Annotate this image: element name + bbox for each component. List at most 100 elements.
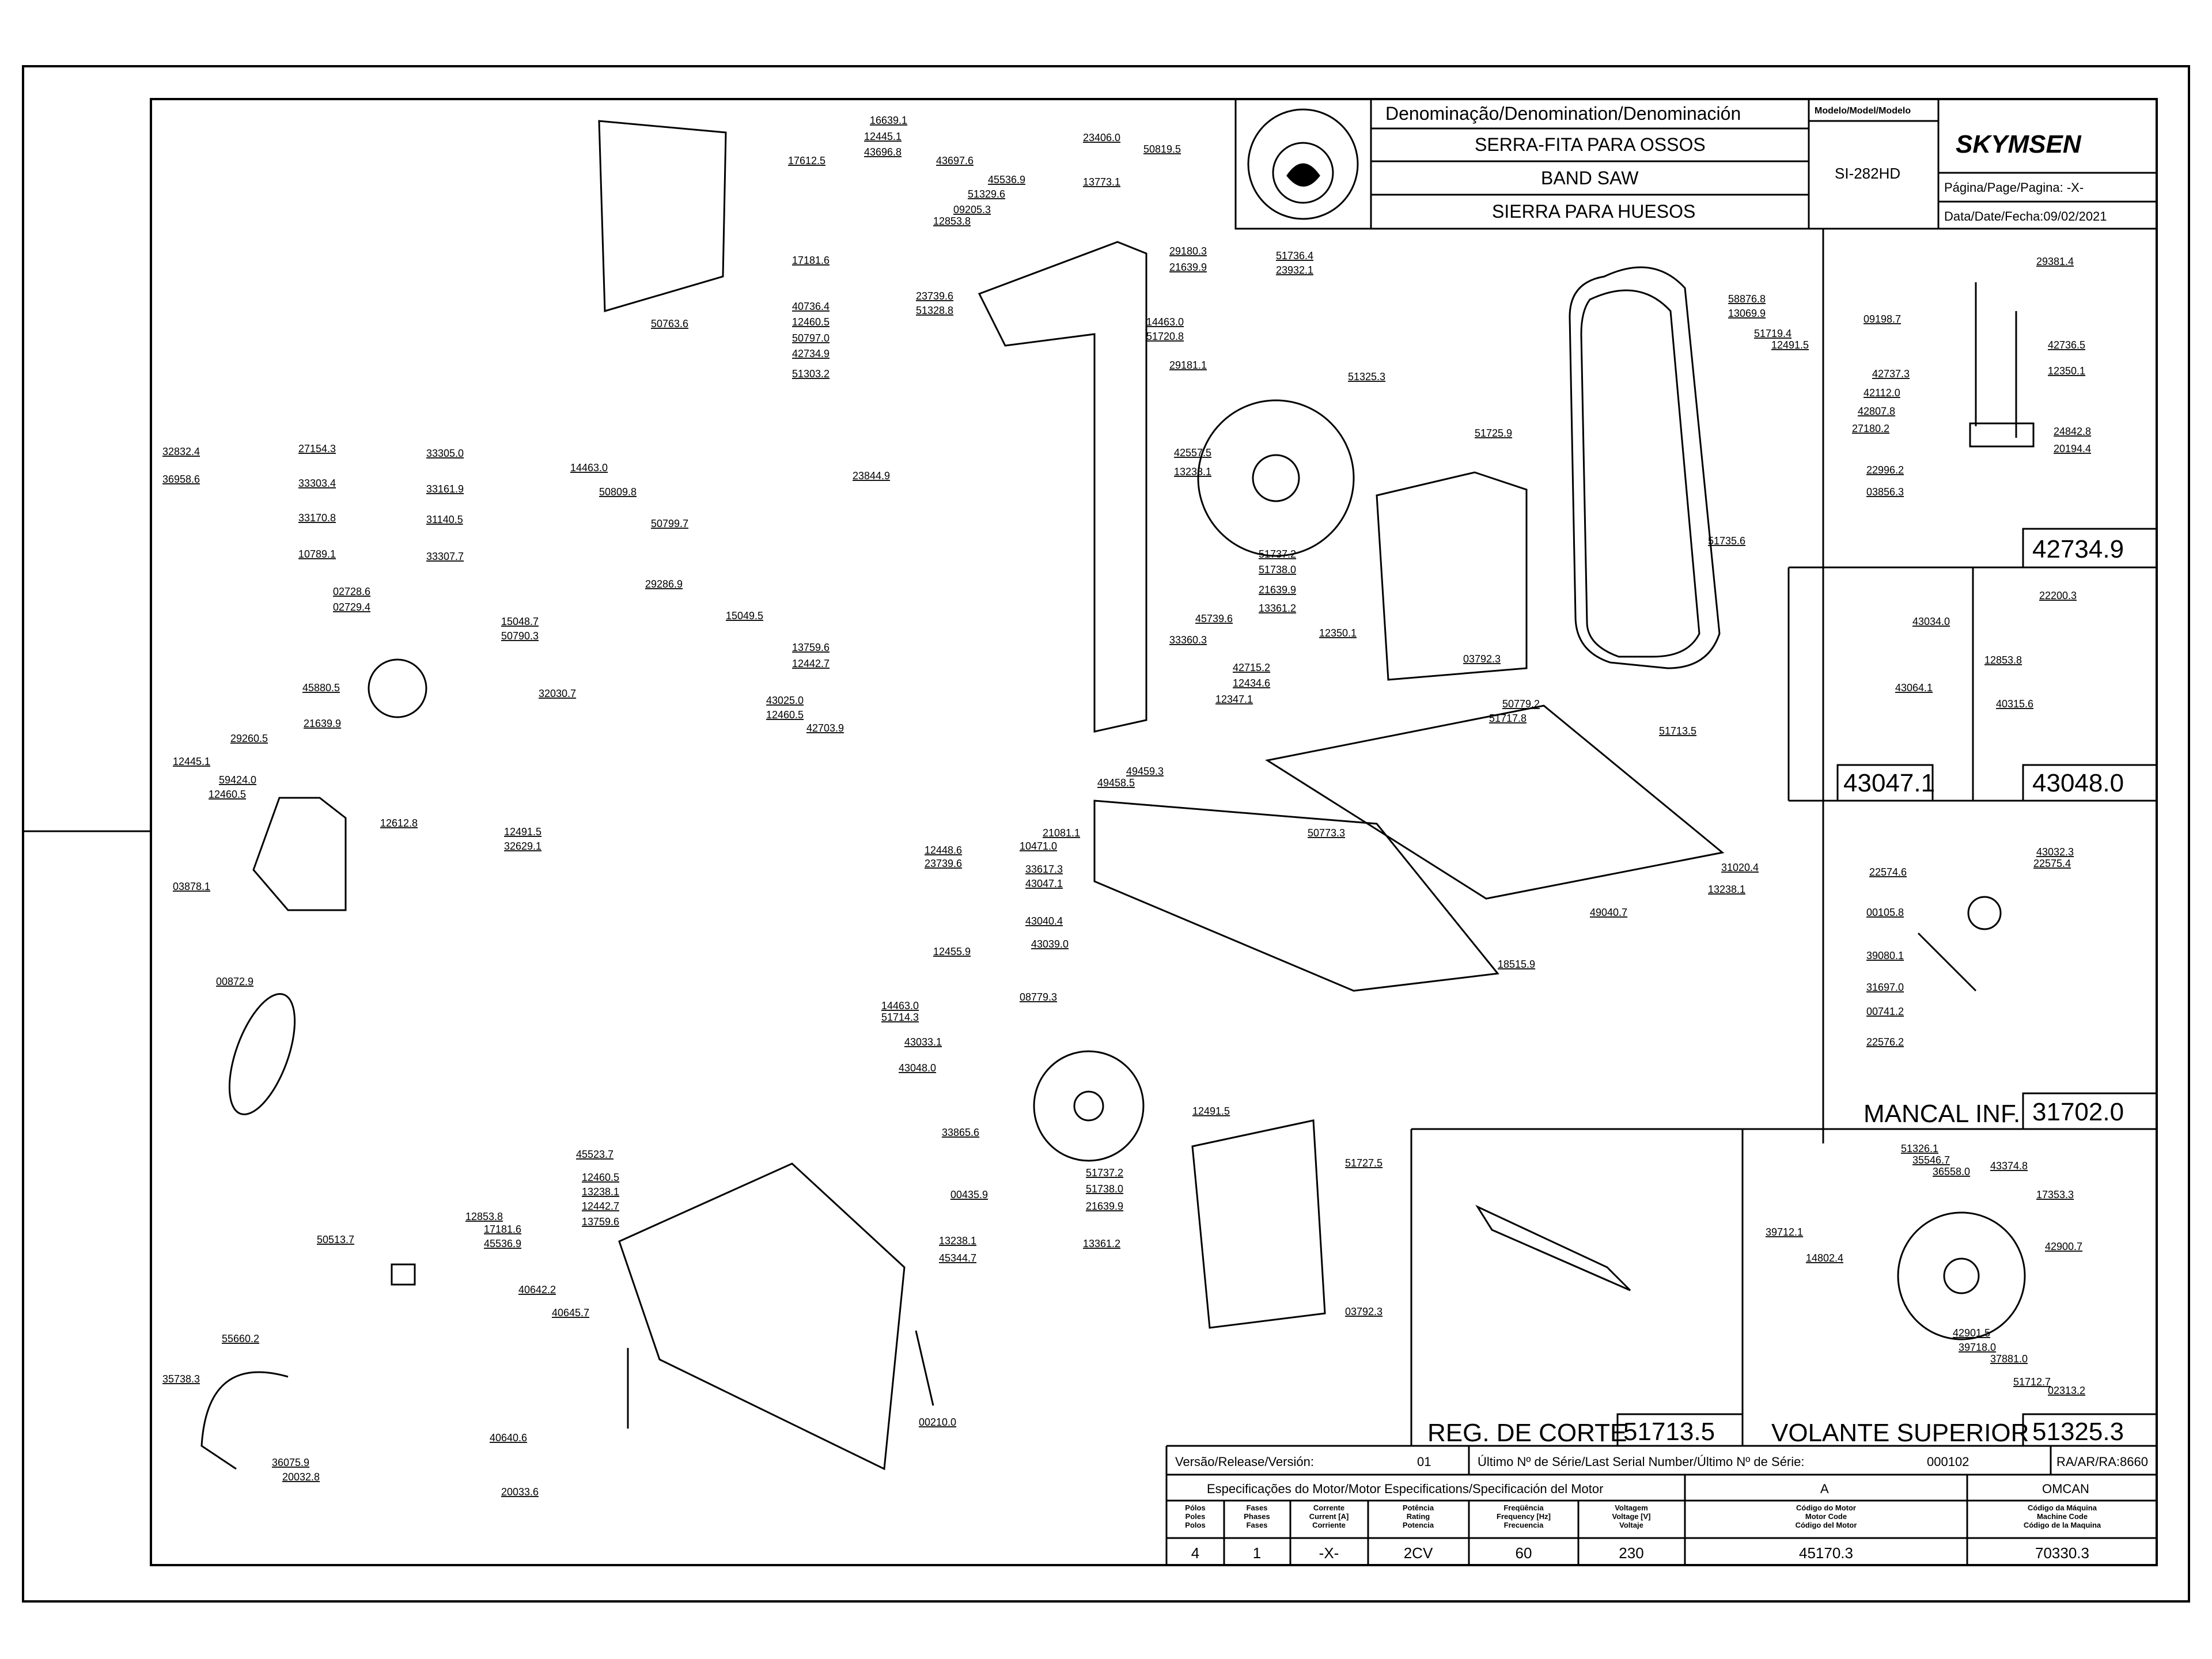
- part-number-label: 43048.0: [899, 1062, 936, 1074]
- part-number-label: 12350.1: [1319, 627, 1357, 639]
- part-number-label: 00105.8: [1866, 907, 1904, 918]
- part-number-label: 51714.3: [881, 1012, 919, 1023]
- part-number-label: 43047.1: [1025, 878, 1063, 889]
- part-number-label: 58876.8: [1728, 293, 1766, 305]
- part-number-label: 39718.0: [1959, 1342, 1996, 1353]
- motor: [252, 797, 347, 911]
- part-number-label: 50799.7: [651, 518, 688, 529]
- part-number-label: 33307.7: [426, 551, 464, 562]
- part-number-label: 27180.2: [1852, 423, 1889, 434]
- part-number-label: 51717.8: [1489, 713, 1527, 724]
- spec-col-header: Código del Motor: [1796, 1521, 1857, 1529]
- part-number-label: 02729.4: [333, 601, 370, 613]
- date-label: Data/Date/Fecha:09/02/2021: [1944, 209, 2107, 224]
- part-number-label: 36958.6: [162, 474, 200, 485]
- base-stand: [618, 1162, 906, 1471]
- subassembly-code-5: 51713.5: [1623, 1418, 1715, 1446]
- part-number-label: 15049.5: [726, 610, 763, 622]
- part-number-label: 13361.2: [1259, 603, 1296, 614]
- part-number-label: 33303.4: [298, 478, 336, 489]
- part-number-label: 23844.9: [853, 470, 890, 482]
- part-number-label: 29181.1: [1169, 359, 1207, 371]
- ra-label: RA/AR/RA:: [2056, 1455, 2120, 1469]
- part-number-label: 36558.0: [1933, 1166, 1970, 1177]
- part-number-label: 31140.5: [426, 514, 463, 525]
- part-number-label: 14802.4: [1806, 1252, 1843, 1264]
- part-number-label: 49040.7: [1590, 907, 1627, 918]
- part-number-label: 39080.1: [1866, 950, 1904, 961]
- part-number-label: 51328.8: [916, 305, 953, 316]
- model-number: SI-282HD: [1835, 165, 1900, 182]
- band-blade: [1569, 266, 1721, 669]
- brand-logo: SKYMSEN: [1956, 130, 2082, 158]
- part-number-label: 22576.2: [1866, 1036, 1904, 1048]
- release-label: Versão/Release/Versión:: [1175, 1455, 1314, 1469]
- part-number-label: 50513.7: [317, 1234, 354, 1245]
- part-number-label: 43034.0: [1912, 616, 1950, 627]
- part-number-label: 32629.1: [504, 840, 541, 852]
- part-number-label: 42807.8: [1858, 406, 1895, 417]
- part-number-label: 45344.7: [939, 1252, 976, 1264]
- part-number-label: 23739.6: [916, 290, 953, 302]
- part-number-label: 13238.1: [1174, 466, 1211, 478]
- spec-col-header: Current [A]: [1309, 1512, 1349, 1521]
- spec-col-value: 2CV: [1404, 1544, 1433, 1562]
- part-number-label: 39712.1: [1766, 1226, 1803, 1238]
- part-number-label: 02728.6: [333, 586, 370, 597]
- part-number-label: 51737.2: [1259, 548, 1296, 560]
- part-number-label: 14463.0: [570, 462, 608, 474]
- spec-col-header: Fases: [1247, 1521, 1268, 1529]
- part-number-label: 27154.3: [298, 443, 336, 454]
- part-number-label: 09198.7: [1863, 313, 1901, 325]
- part-number-label: 51738.0: [1259, 564, 1296, 575]
- part-number-label: 32030.7: [539, 688, 576, 699]
- table-extension: [1265, 704, 1725, 900]
- ra-value: 8660: [2120, 1455, 2148, 1469]
- spec-col-header: Pólos: [1185, 1503, 1205, 1512]
- serial-label: Último Nº de Série/Last Serial Number/Úl…: [1478, 1455, 1805, 1469]
- part-number-label: 43025.0: [766, 695, 804, 706]
- lower-door: [1191, 1119, 1326, 1329]
- part-number-label: 12445.1: [864, 131, 902, 142]
- spec-col-header: Corrente: [1313, 1503, 1344, 1512]
- part-number-label: 50779.2: [1502, 698, 1540, 710]
- subassembly-title-6: VOLANTE SUPERIOR: [1771, 1419, 2029, 1447]
- drive-belt: [228, 993, 296, 1116]
- part-number-label: 51719.4: [1754, 328, 1791, 339]
- part-number-label: 36075.9: [272, 1457, 309, 1468]
- upper-wheel: [1197, 399, 1355, 557]
- part-number-label: 32832.4: [162, 446, 200, 457]
- part-number-label: 42736.5: [2048, 339, 2085, 351]
- part-number-label: 40642.2: [518, 1284, 556, 1296]
- denomination-label: Denominação/Denomination/Denominación: [1385, 103, 1741, 124]
- spec-col-header: Poles: [1185, 1512, 1206, 1521]
- part-number-label: 12460.5: [582, 1172, 619, 1183]
- part-number-label: 31020.4: [1721, 862, 1759, 873]
- spec-col-header: Voltagem: [1615, 1503, 1648, 1512]
- part-number-label: 42737.3: [1872, 368, 1910, 380]
- part-number-label: 12442.7: [792, 658, 830, 669]
- part-number-label: 51303.2: [792, 368, 830, 380]
- subassembly-code-3: 43048.0: [2032, 769, 2124, 797]
- spec-col-header: Polos: [1185, 1521, 1205, 1529]
- spec-col-value: 4: [1191, 1544, 1199, 1562]
- part-number-label: 33865.6: [942, 1127, 979, 1138]
- spec-col-value: 45170.3: [1799, 1544, 1853, 1562]
- part-number-label: 14463.0: [881, 1000, 919, 1012]
- part-number-label: 12448.6: [925, 844, 962, 856]
- part-number-label: 17181.6: [484, 1224, 521, 1235]
- saw-column: [978, 241, 1147, 733]
- part-number-label: 42557.5: [1174, 447, 1211, 459]
- spec-col-header: Fases: [1247, 1503, 1268, 1512]
- part-number-label: 12460.5: [209, 789, 246, 800]
- spec-col-header: Rating: [1407, 1512, 1430, 1521]
- part-number-label: 29260.5: [230, 733, 268, 744]
- name-pt: SERRA-FITA PARA OSSOS: [1475, 134, 1706, 155]
- part-number-label: 42734.9: [792, 348, 830, 359]
- part-number-label: 43033.1: [904, 1036, 942, 1048]
- part-number-label: 51736.4: [1276, 250, 1313, 262]
- part-number-label: 12853.8: [465, 1211, 503, 1222]
- part-number-label: 03792.3: [1345, 1306, 1382, 1317]
- part-number-label: 13361.2: [1083, 1238, 1120, 1249]
- spec-col-header: Código de la Maquina: [2024, 1521, 2101, 1529]
